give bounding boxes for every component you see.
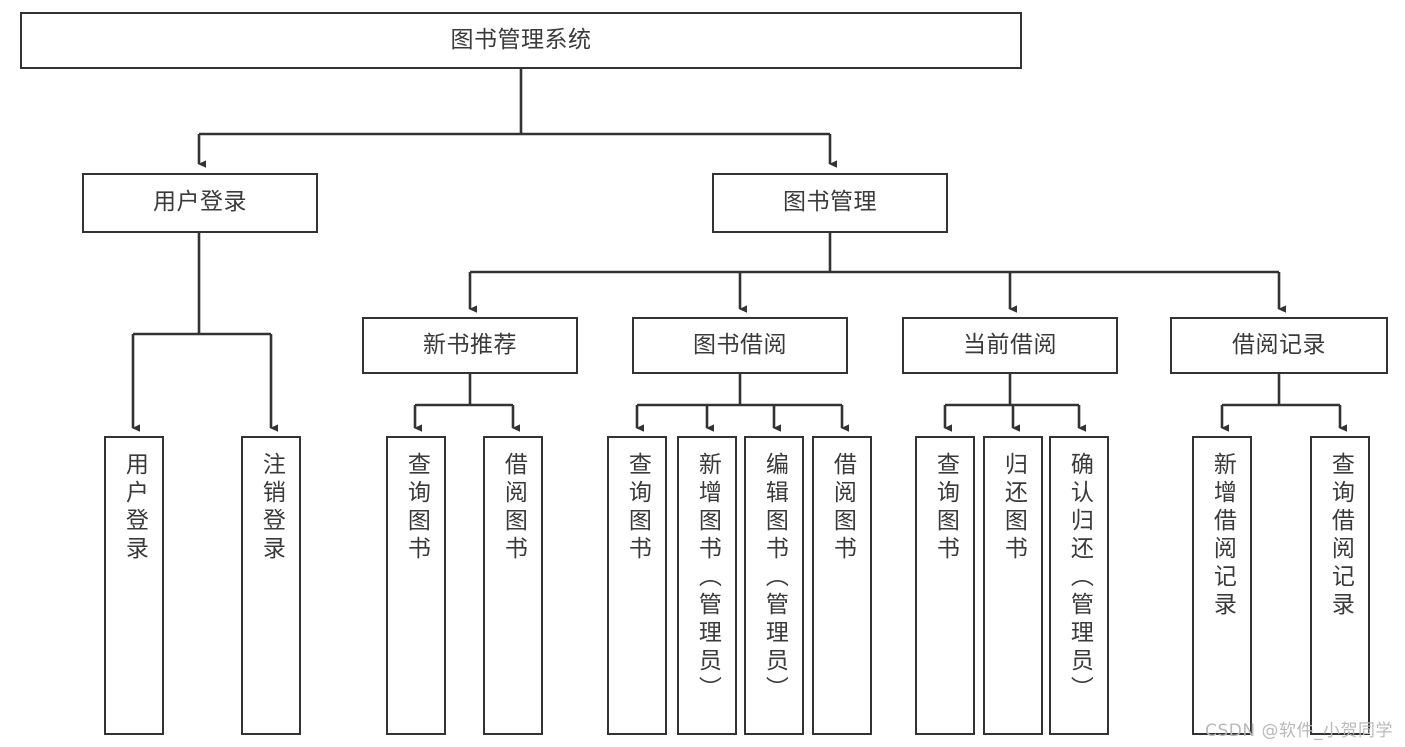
leaf-user-login-label: 用户登录 xyxy=(121,452,148,564)
leaf-borrow-book-1[interactable]: 借阅图书 xyxy=(483,436,543,735)
leaf-edit-book-label: 编辑图书（管理员） xyxy=(761,452,788,704)
node-current-borrow-label: 当前借阅 xyxy=(963,331,1057,358)
leaf-query-book-2[interactable]: 查询图书 xyxy=(607,436,667,735)
leaf-query-book-3[interactable]: 查询图书 xyxy=(915,436,975,735)
leaf-query-book-1[interactable]: 查询图书 xyxy=(386,436,446,735)
csdn-watermark: CSDN @软件_小贺同学 xyxy=(1205,721,1393,741)
leaf-query-book-2-label: 查询图书 xyxy=(624,452,651,564)
leaf-query-record-label: 查询借阅记录 xyxy=(1327,452,1354,620)
node-user-login-label: 用户登录 xyxy=(153,189,247,216)
leaf-query-record[interactable]: 查询借阅记录 xyxy=(1310,436,1370,735)
node-root[interactable]: 图书管理系统 xyxy=(20,12,1022,69)
leaf-return-book-label: 归还图书 xyxy=(1000,452,1027,564)
leaf-return-book[interactable]: 归还图书 xyxy=(983,436,1043,735)
leaf-confirm-return-label: 确认归还（管理员） xyxy=(1066,452,1093,704)
leaf-borrow-book-1-label: 借阅图书 xyxy=(500,452,527,564)
leaf-query-book-1-label: 查询图书 xyxy=(403,452,430,564)
leaf-logout[interactable]: 注销登录 xyxy=(241,436,301,735)
leaf-confirm-return[interactable]: 确认归还（管理员） xyxy=(1049,436,1109,735)
leaf-user-login[interactable]: 用户登录 xyxy=(104,436,164,735)
node-book-management[interactable]: 图书管理 xyxy=(712,173,948,233)
leaf-add-record[interactable]: 新增借阅记录 xyxy=(1192,436,1252,735)
node-book-management-label: 图书管理 xyxy=(783,189,877,216)
node-book-borrow[interactable]: 图书借阅 xyxy=(632,317,848,374)
node-book-borrow-label: 图书借阅 xyxy=(693,331,787,358)
node-user-login[interactable]: 用户登录 xyxy=(82,173,318,233)
node-current-borrow[interactable]: 当前借阅 xyxy=(902,317,1118,374)
leaf-add-book-label: 新增图书（管理员） xyxy=(694,452,721,704)
leaf-edit-book[interactable]: 编辑图书（管理员） xyxy=(744,436,804,735)
leaf-add-book[interactable]: 新增图书（管理员） xyxy=(677,436,737,735)
leaf-query-book-3-label: 查询图书 xyxy=(932,452,959,564)
node-borrow-record[interactable]: 借阅记录 xyxy=(1170,317,1388,374)
leaf-borrow-book-2[interactable]: 借阅图书 xyxy=(812,436,872,735)
node-root-label: 图书管理系统 xyxy=(450,26,592,53)
node-new-book-recommend-label: 新书推荐 xyxy=(423,331,517,358)
node-new-book-recommend[interactable]: 新书推荐 xyxy=(362,317,578,374)
leaf-borrow-book-2-label: 借阅图书 xyxy=(829,452,856,564)
leaf-logout-label: 注销登录 xyxy=(258,452,285,564)
leaf-add-record-label: 新增借阅记录 xyxy=(1209,452,1236,620)
node-borrow-record-label: 借阅记录 xyxy=(1232,331,1326,358)
